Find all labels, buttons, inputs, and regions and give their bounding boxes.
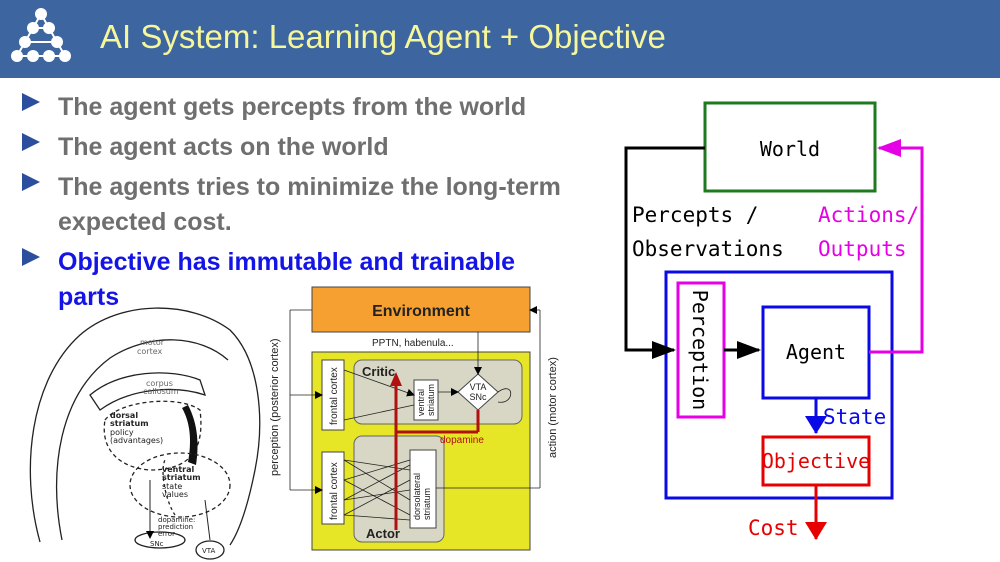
logo-icon bbox=[11, 8, 71, 62]
outputs-label: Outputs bbox=[818, 237, 907, 261]
ventral-label-ac: ventral bbox=[416, 389, 426, 416]
callosum-label: callosum bbox=[143, 387, 179, 396]
system-diagram: World Perception Agent Objective Percept… bbox=[624, 101, 924, 540]
percepts-label: Percepts / bbox=[632, 203, 758, 227]
perception-side-label: perception (posterior cortex) bbox=[269, 338, 281, 476]
svg-text:ventralstriatum: ventralstriatum bbox=[416, 384, 436, 416]
bullet-text: Objective has immutable and trainable pa… bbox=[58, 248, 516, 311]
bullet-item-highlight: Objective has immutable and trainable pa… bbox=[22, 245, 582, 315]
corpus-label: corpus bbox=[146, 379, 173, 388]
environment-label: Environment bbox=[372, 303, 470, 320]
objective-label: Objective bbox=[762, 449, 870, 473]
bullet-arrow-icon bbox=[22, 248, 40, 266]
svg-text:dorsolateralstriatum: dorsolateralstriatum bbox=[412, 473, 432, 520]
ventral-striatum-label: striatum bbox=[162, 473, 201, 482]
vta-label-ac: VTA bbox=[470, 382, 487, 392]
svg-text:Percepts /Observations: Percepts / Observations bbox=[632, 203, 784, 261]
values-label: values bbox=[162, 490, 188, 499]
error-label: error bbox=[158, 530, 175, 538]
bullet-arrow-icon bbox=[22, 133, 40, 151]
dopamine-label: dopamine: bbox=[158, 516, 195, 524]
ventral-striatum-box bbox=[413, 379, 439, 421]
title-bar: AI System: Learning Agent + Objective bbox=[0, 0, 1000, 78]
snc-label-ac: SNc bbox=[469, 392, 487, 402]
policy-label: policy bbox=[110, 428, 134, 437]
dopamine-lines bbox=[394, 380, 480, 530]
dorsolateral-box bbox=[409, 449, 437, 529]
perception-box bbox=[676, 281, 726, 419]
brain-outline bbox=[29, 307, 261, 546]
callosum-curve bbox=[89, 372, 207, 411]
cost-label: Cost bbox=[748, 516, 799, 540]
striatum-label-ac: striatum bbox=[426, 384, 436, 416]
bullet-item: The agent gets percepts from the world bbox=[22, 90, 582, 125]
bullet-arrow-icon bbox=[22, 93, 40, 111]
pptn-label: PPTN, habenula... bbox=[372, 338, 454, 349]
ventral-label: ventral bbox=[162, 465, 195, 474]
snc-label: SNc bbox=[150, 540, 164, 548]
bullet-list: The agent gets percepts from the world T… bbox=[22, 90, 582, 320]
vta-label: VTA bbox=[202, 547, 216, 555]
bullet-arrow-icon bbox=[22, 173, 40, 191]
state-label: State bbox=[823, 405, 886, 429]
world-label: World bbox=[760, 137, 820, 161]
dorsal-striatum-label: striatum bbox=[110, 419, 149, 428]
actions-label: Actions/ bbox=[818, 203, 919, 227]
state-label: state bbox=[162, 482, 182, 491]
prediction-label: prediction bbox=[158, 523, 193, 531]
bullet-text: The agent gets percepts from the world bbox=[58, 93, 527, 121]
agent-label: Agent bbox=[786, 340, 846, 364]
vta-region bbox=[195, 540, 225, 560]
actor-critic-diagram: Environment PPTN, habenula... Critic Act… bbox=[269, 286, 559, 551]
slide-title: AI System: Learning Agent + Objective bbox=[100, 18, 666, 55]
bullet-text: The agents tries to minimize the long-te… bbox=[58, 173, 561, 236]
world-box bbox=[703, 101, 877, 193]
objective-box bbox=[761, 435, 871, 487]
actions-arrow bbox=[869, 139, 924, 354]
agent-box bbox=[761, 305, 871, 400]
frontal-cortex-label-2: frontal cortex bbox=[329, 462, 340, 520]
observations-label: Observations bbox=[632, 237, 784, 261]
dorsal-label: dorsal bbox=[110, 411, 138, 420]
dopamine-arrow-icon bbox=[390, 372, 402, 386]
dopamine-label-ac: dopamine bbox=[440, 435, 484, 446]
motor-cortex-label-2: cortex bbox=[137, 347, 163, 356]
cortex-curve bbox=[55, 339, 229, 541]
ventral-region bbox=[129, 452, 231, 518]
frontal-cortex-label-1: frontal cortex bbox=[329, 367, 340, 425]
critic-label: Critic bbox=[362, 364, 395, 379]
svg-text:Actions/Outputs: Actions/Outputs bbox=[818, 203, 919, 261]
bullet-text: The agent acts on the world bbox=[58, 133, 389, 161]
dorsolateral-striatum-label: striatum bbox=[422, 488, 432, 520]
environment-box bbox=[311, 286, 531, 333]
advantages-label: (advantages) bbox=[110, 436, 163, 445]
bullet-item: The agent acts on the world bbox=[22, 130, 582, 165]
percepts-arrow bbox=[624, 146, 705, 359]
action-side-label: action (motor cortex) bbox=[547, 357, 559, 458]
motor-cortex-label: motor bbox=[140, 338, 165, 347]
bullet-item: The agents tries to minimize the long-te… bbox=[22, 170, 582, 240]
actor-label: Actor bbox=[366, 526, 400, 541]
snc-region bbox=[134, 531, 186, 549]
brain-diagram bbox=[29, 307, 261, 560]
dark-wedge bbox=[182, 405, 198, 465]
perception-label: Perception bbox=[688, 290, 712, 410]
pathway bbox=[162, 459, 176, 516]
dorsolateral-label: dorsolateral bbox=[412, 473, 422, 520]
connection-lines bbox=[289, 306, 541, 521]
